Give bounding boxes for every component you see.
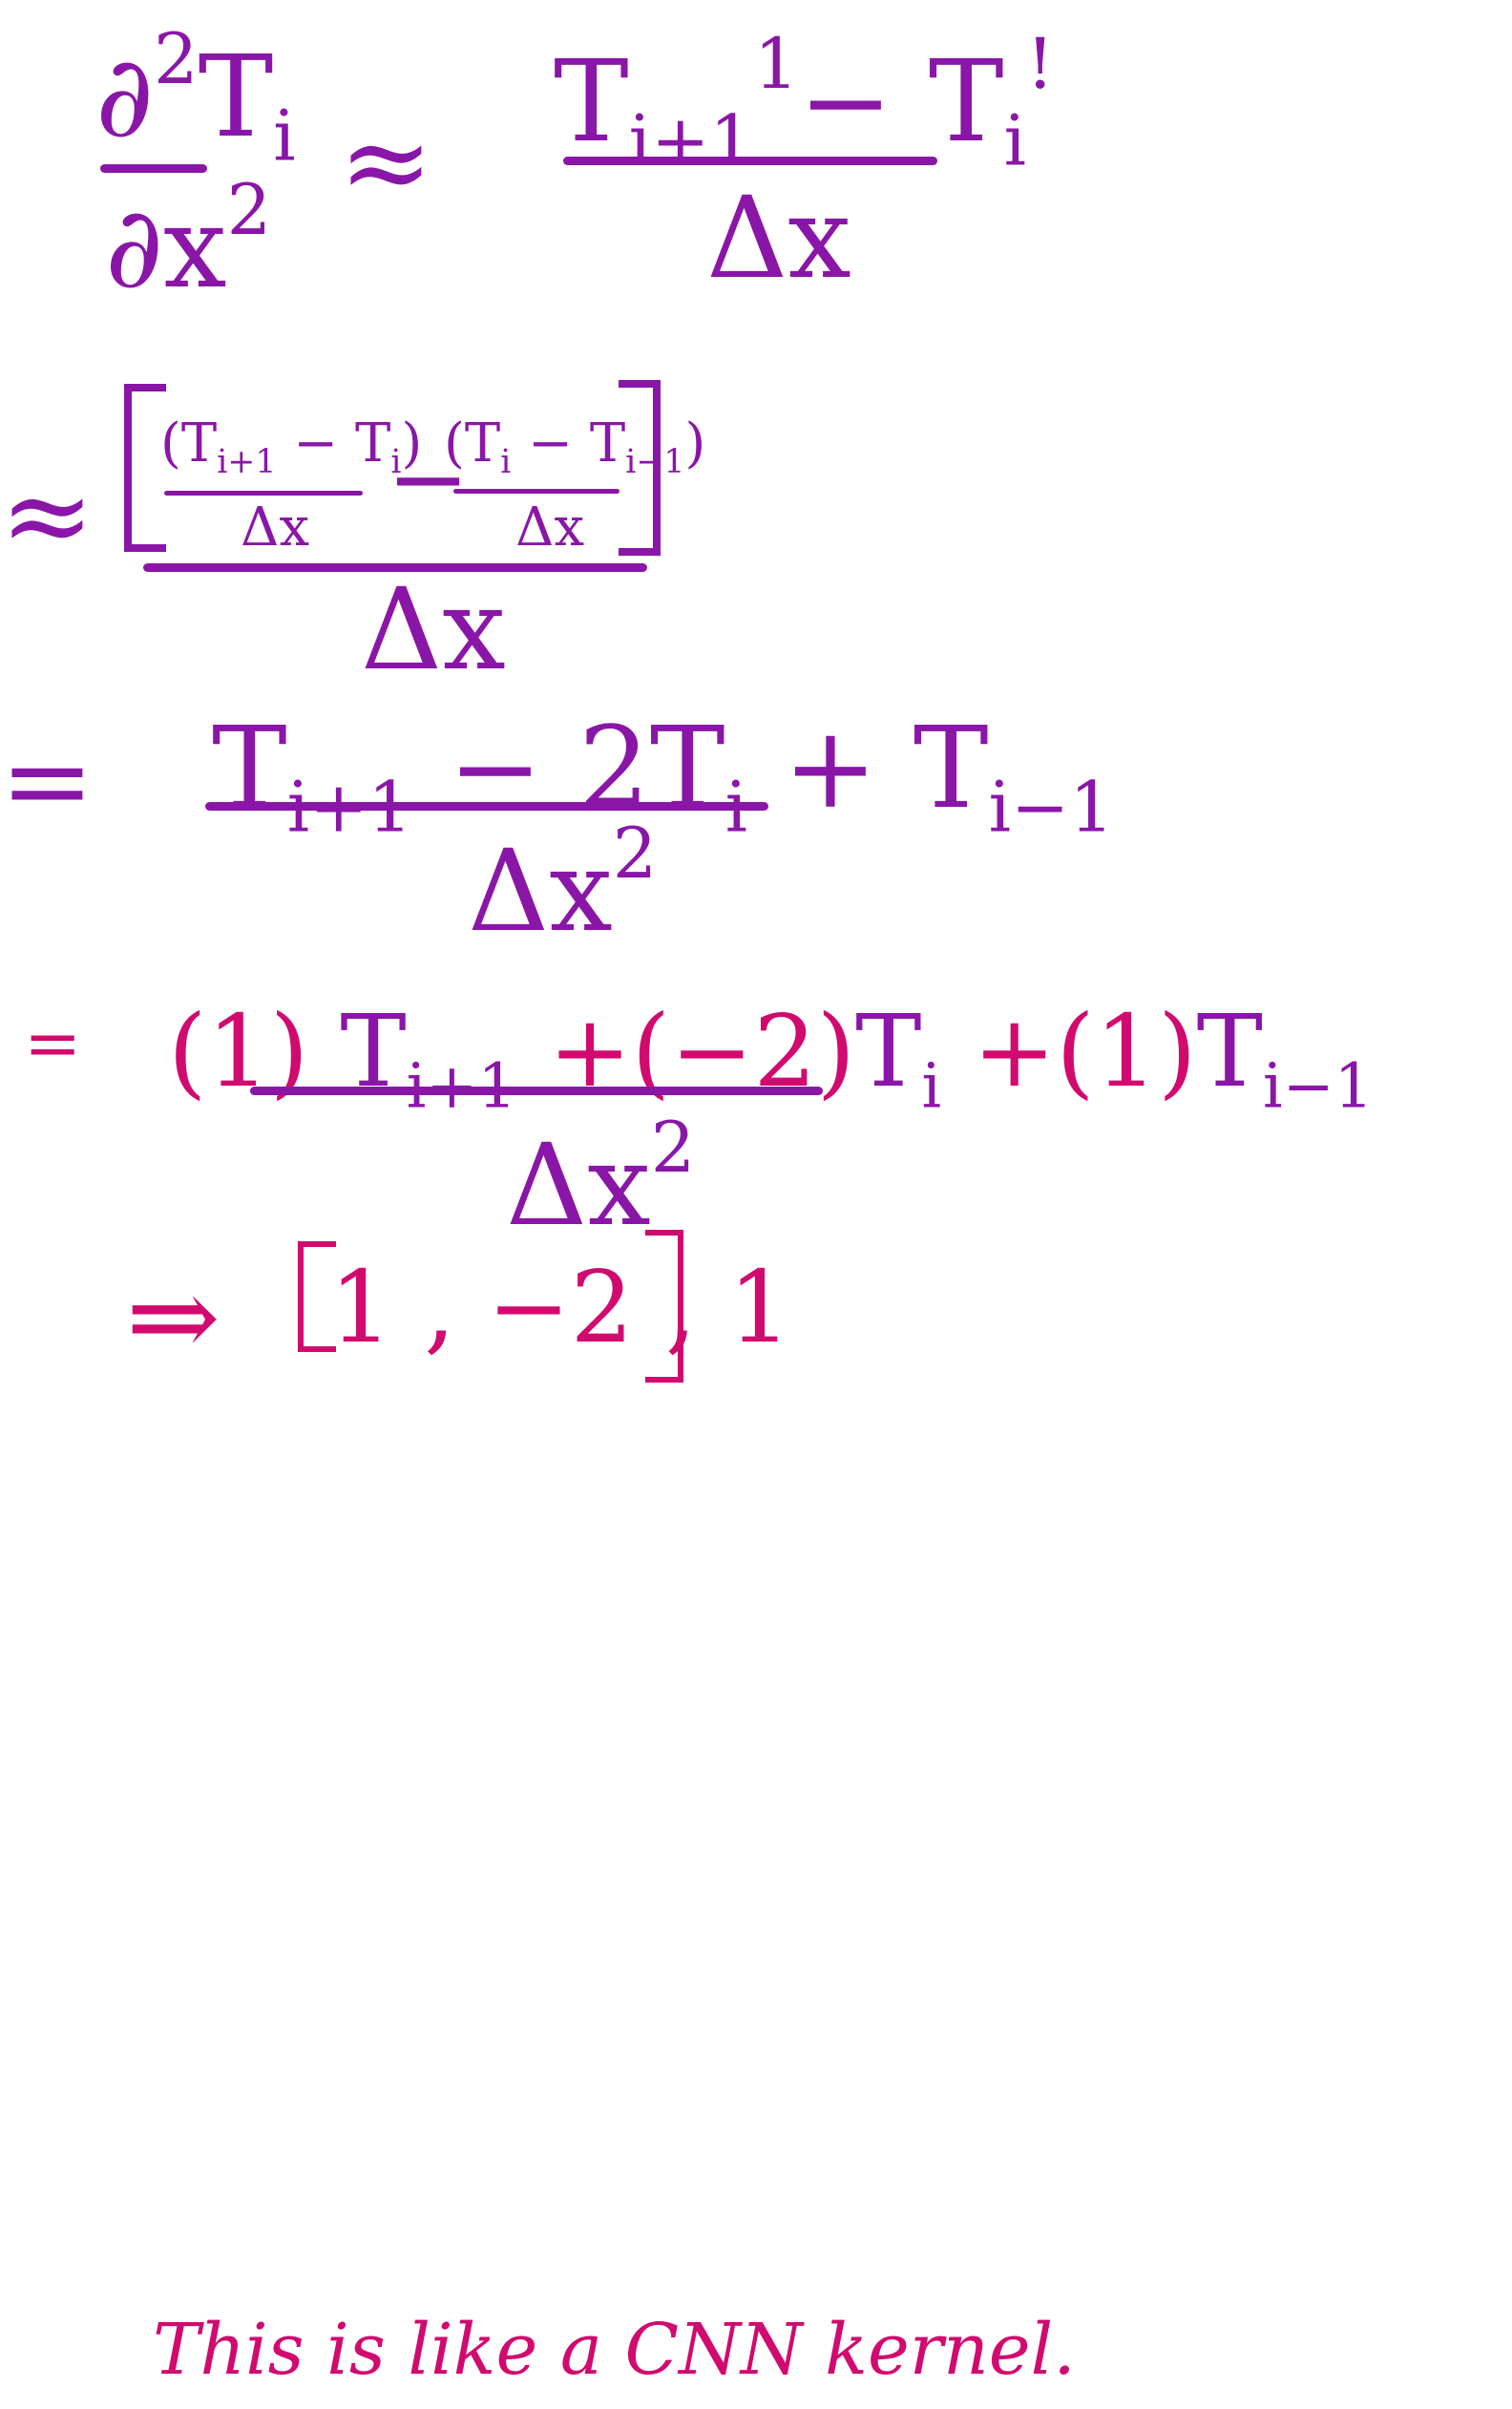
line4-numerator: (1) Ti+1 +(−2)Ti +(1)Ti−1 <box>168 993 1374 1123</box>
line3-numerator: Ti+1 − 2Ti + Ti−1 <box>212 702 1114 849</box>
line2-outer-denominator: Δx <box>361 563 506 695</box>
line1-rhs-denominator: Δx <box>706 172 851 304</box>
kernel-right-bracket <box>645 1230 683 1383</box>
line3-equals: = <box>0 714 94 846</box>
line2-outer-fraction-bar <box>143 563 647 572</box>
line2-frac2-denominator: Δx <box>515 497 585 559</box>
kernel-note: This is like a CNN kernel. <box>153 2309 1076 2391</box>
line2-minus: − <box>387 420 471 537</box>
line1-rhs-numerator: Ti+11− Ti! <box>554 24 1055 182</box>
line2-frac2-numerator: (Ti − Ti−1) <box>444 412 706 482</box>
line1-lhs-fraction-bar <box>100 164 207 173</box>
line2-frac1-numerator: (Ti+1 − Ti) <box>160 412 423 482</box>
line1-rhs-fraction-bar <box>563 157 937 165</box>
line1-lhs-numerator: ∂2Ti <box>95 19 296 178</box>
line2-right-bracket <box>619 380 661 556</box>
line2-approx: ≈ <box>0 449 94 581</box>
kernel-values: 1 , −2 , 1 <box>329 1249 791 1365</box>
line3-denominator: Δx2 <box>468 814 658 957</box>
kernel-implies-arrow: ⇒ <box>126 1251 220 1383</box>
line2-left-bracket <box>124 384 166 552</box>
line2-frac1-denominator: Δx <box>241 497 310 559</box>
line1-approx: ≈ <box>339 95 433 227</box>
line2-frac2-bar <box>453 489 620 494</box>
kernel-left-bracket <box>298 1241 336 1352</box>
line1-lhs-denominator: ∂x2 <box>105 170 272 313</box>
line3-fraction-bar <box>205 802 768 811</box>
line4-fraction-bar <box>250 1087 823 1095</box>
line4-denominator: Δx2 <box>506 1108 696 1251</box>
line2-frac1-bar <box>164 491 363 496</box>
line4-equals: = <box>24 1003 82 1083</box>
